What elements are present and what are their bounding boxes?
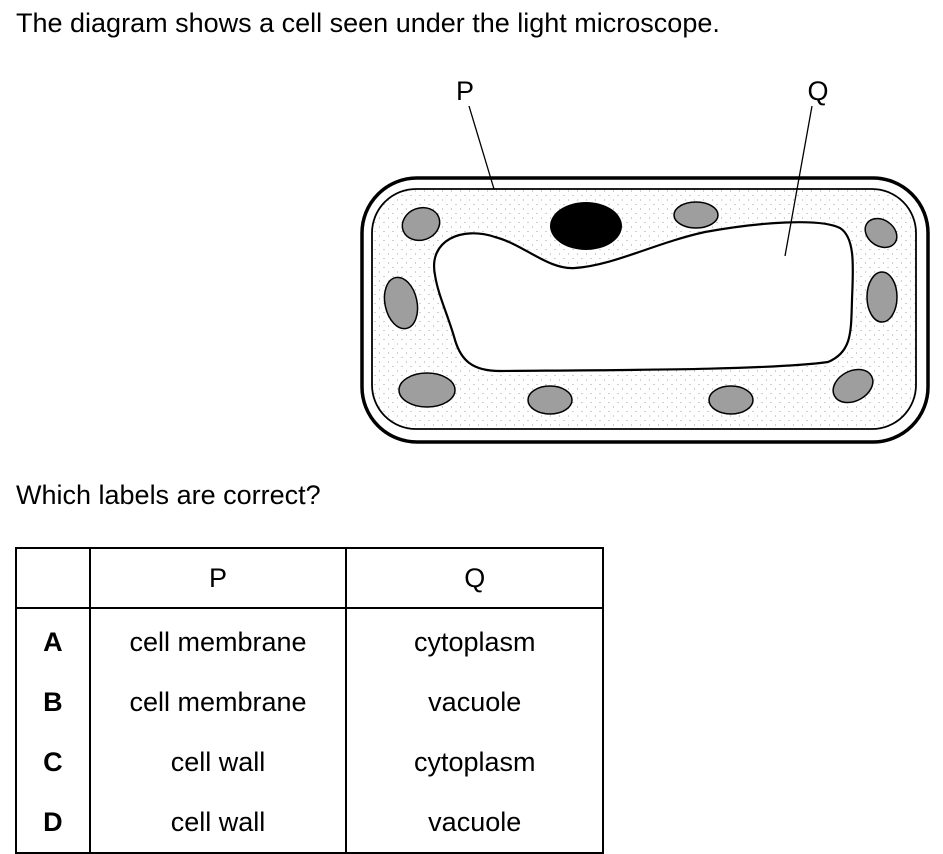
chloroplast — [383, 276, 419, 330]
table-row: D cell wall vacuole — [16, 792, 603, 853]
option-q-value: cytoplasm — [413, 626, 536, 657]
header-p: P — [89, 548, 348, 609]
chloroplast — [527, 385, 573, 415]
option-key: C — [16, 732, 91, 792]
option-key: A — [16, 608, 91, 672]
option-q-value: cytoplasm — [413, 746, 536, 777]
chloroplast — [866, 271, 898, 323]
header-key — [16, 548, 91, 609]
table-row: C cell wall cytoplasm — [16, 732, 603, 792]
label-p: P — [456, 76, 474, 106]
option-key: D — [16, 792, 91, 853]
table-header-row: P Q — [16, 548, 603, 609]
option-q-value: vacuole — [428, 686, 522, 717]
cell-diagram: P Q — [360, 76, 930, 444]
answer-table: P Q A cell membrane cytoplasm B cell mem… — [15, 547, 604, 854]
chloroplast — [832, 368, 874, 404]
table-row: B cell membrane vacuole — [16, 672, 603, 732]
chloroplast — [398, 372, 456, 408]
chloroplasts — [383, 201, 898, 415]
header-q: Q — [346, 548, 603, 609]
label-q: Q — [807, 76, 828, 106]
nucleus — [550, 202, 622, 250]
question-text: The diagram shows a cell seen under the … — [16, 8, 720, 38]
label-q-line — [784, 105, 813, 257]
chloroplast — [673, 201, 719, 229]
chloroplast — [401, 206, 441, 242]
option-p-value: cell membrane — [89, 672, 348, 732]
option-key: B — [16, 672, 91, 732]
option-p-value: cell wall — [89, 792, 348, 853]
prompt-text: Which labels are correct? — [16, 480, 321, 510]
chloroplast — [864, 217, 898, 249]
option-p-value: cell membrane — [89, 608, 348, 672]
chloroplast — [708, 385, 754, 415]
vacuole — [432, 221, 854, 373]
option-q-value: vacuole — [428, 806, 522, 837]
label-p-line — [468, 105, 495, 190]
table-row: A cell membrane cytoplasm — [16, 608, 603, 672]
option-p-value: cell wall — [89, 732, 348, 792]
